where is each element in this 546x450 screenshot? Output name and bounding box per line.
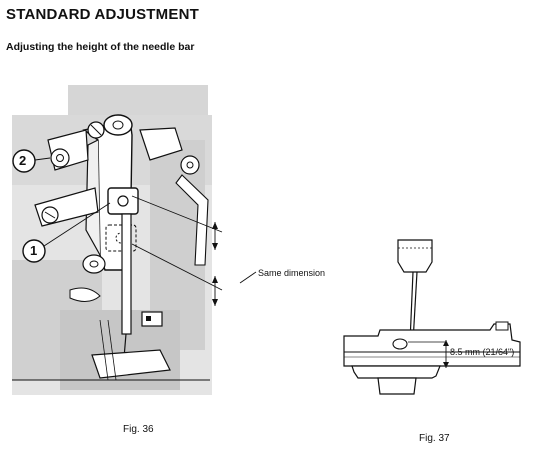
page-title: STANDARD ADJUSTMENT <box>6 6 199 23</box>
dimension-label: 8.5 mm (21/64") <box>450 347 515 357</box>
fig36-caption: Fig. 36 <box>123 424 154 435</box>
marker-1: 1 <box>30 243 38 258</box>
fig37-caption: Fig. 37 <box>419 433 450 444</box>
marker-2: 2 <box>19 153 27 168</box>
section-subtitle: Adjusting the height of the needle bar <box>6 41 195 53</box>
same-dimension-label: Same dimension <box>258 268 326 278</box>
